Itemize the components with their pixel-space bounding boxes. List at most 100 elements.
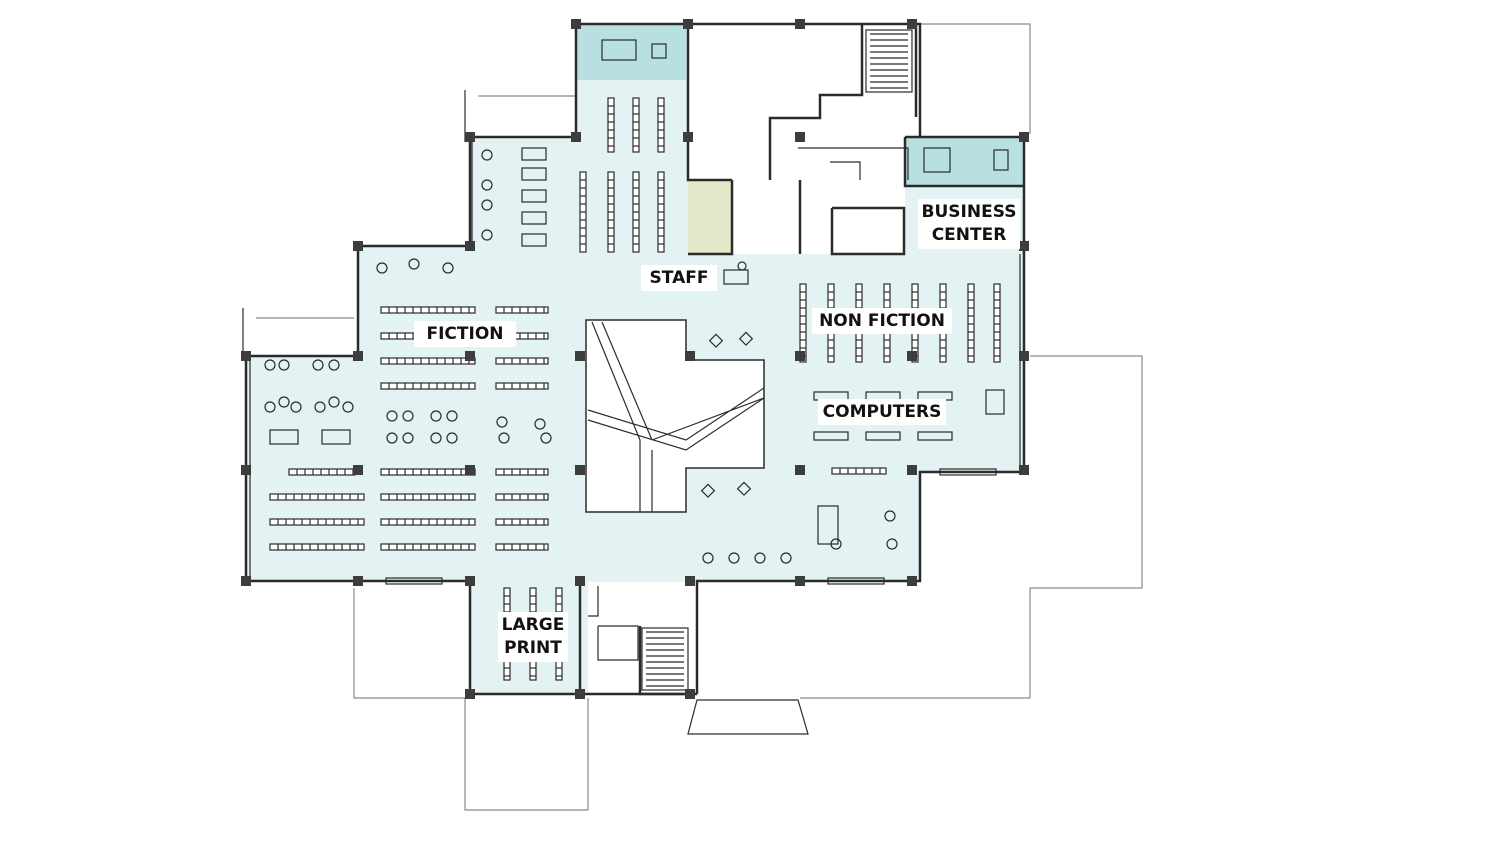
shelf-unit — [380, 468, 476, 476]
table — [601, 39, 637, 61]
chair — [328, 359, 340, 371]
chair — [498, 432, 510, 444]
column — [907, 576, 917, 586]
table — [521, 147, 547, 161]
display-stands — [700, 331, 754, 498]
shelf-unit — [380, 357, 476, 365]
table — [321, 429, 351, 445]
table — [521, 211, 547, 225]
stairs-south — [641, 627, 689, 691]
service-desk — [985, 389, 1005, 415]
shelf-unit — [657, 171, 665, 253]
chair — [702, 552, 714, 564]
column — [1019, 241, 1029, 251]
column — [465, 241, 475, 251]
svg-text:STAFF: STAFF — [650, 268, 709, 288]
table — [993, 149, 1009, 171]
chair — [534, 418, 546, 430]
chair — [328, 396, 340, 408]
shelf-unit — [967, 283, 975, 363]
chair — [278, 396, 290, 408]
shelf-unit — [799, 283, 807, 363]
column — [571, 19, 581, 29]
shelf-unit — [993, 283, 1001, 363]
chair — [408, 258, 420, 270]
column — [683, 19, 693, 29]
table — [521, 189, 547, 203]
chair — [430, 432, 442, 444]
table — [917, 431, 953, 441]
shelf-unit — [657, 97, 665, 153]
column — [685, 689, 695, 699]
shelf-unit — [579, 171, 587, 253]
shelf-unit — [607, 171, 615, 253]
chair — [314, 401, 326, 413]
column — [575, 576, 585, 586]
column — [353, 576, 363, 586]
column — [795, 19, 805, 29]
column — [465, 465, 475, 475]
chair — [430, 410, 442, 422]
label-computers: COMPUTERS — [818, 399, 946, 425]
chair — [884, 510, 896, 522]
chair — [446, 410, 458, 422]
label-fiction: FICTION — [414, 321, 516, 347]
shelf-unit — [380, 493, 476, 501]
column — [575, 351, 585, 361]
shelf-unit — [269, 518, 365, 526]
chair — [402, 432, 414, 444]
column — [575, 689, 585, 699]
column — [241, 576, 251, 586]
label-large-print: LARGE PRINT — [498, 612, 568, 662]
column — [465, 351, 475, 361]
shelf-unit — [495, 382, 549, 390]
shelf-unit — [380, 543, 476, 551]
stairs-north — [865, 29, 913, 93]
table — [269, 429, 299, 445]
column — [571, 132, 581, 142]
shelf-unit — [269, 543, 365, 551]
column — [465, 576, 475, 586]
shelf-unit — [269, 493, 365, 501]
staff-room — [688, 180, 732, 255]
column — [353, 241, 363, 251]
chair — [496, 416, 508, 428]
chair — [264, 359, 276, 371]
shelf-unit — [607, 97, 615, 153]
column — [685, 351, 695, 361]
table — [865, 431, 901, 441]
chair — [481, 149, 493, 161]
svg-text:COMPUTERS: COMPUTERS — [823, 402, 942, 422]
table — [817, 505, 839, 545]
column — [685, 576, 695, 586]
shelf-unit — [495, 357, 549, 365]
chair — [402, 410, 414, 422]
chair — [886, 538, 898, 550]
column — [465, 689, 475, 699]
svg-text:CENTER: CENTER — [932, 225, 1007, 245]
chair — [376, 262, 388, 274]
chair — [386, 410, 398, 422]
label-business-center: BUSINESS CENTER — [918, 199, 1020, 249]
column — [683, 132, 693, 142]
chair — [342, 401, 354, 413]
chair — [290, 401, 302, 413]
table — [923, 147, 951, 173]
shelf-unit — [380, 306, 476, 314]
svg-text:FICTION: FICTION — [426, 324, 503, 344]
column — [1019, 465, 1029, 475]
exterior-outline — [242, 23, 1143, 811]
column — [907, 465, 917, 475]
column — [241, 351, 251, 361]
column — [907, 351, 917, 361]
column — [795, 132, 805, 142]
column — [907, 19, 917, 29]
chair — [312, 359, 324, 371]
chair — [264, 401, 276, 413]
shelf-unit — [495, 543, 549, 551]
table — [651, 43, 667, 59]
shelf-unit — [831, 467, 887, 475]
table — [813, 431, 849, 441]
shelf-unit — [495, 306, 549, 314]
